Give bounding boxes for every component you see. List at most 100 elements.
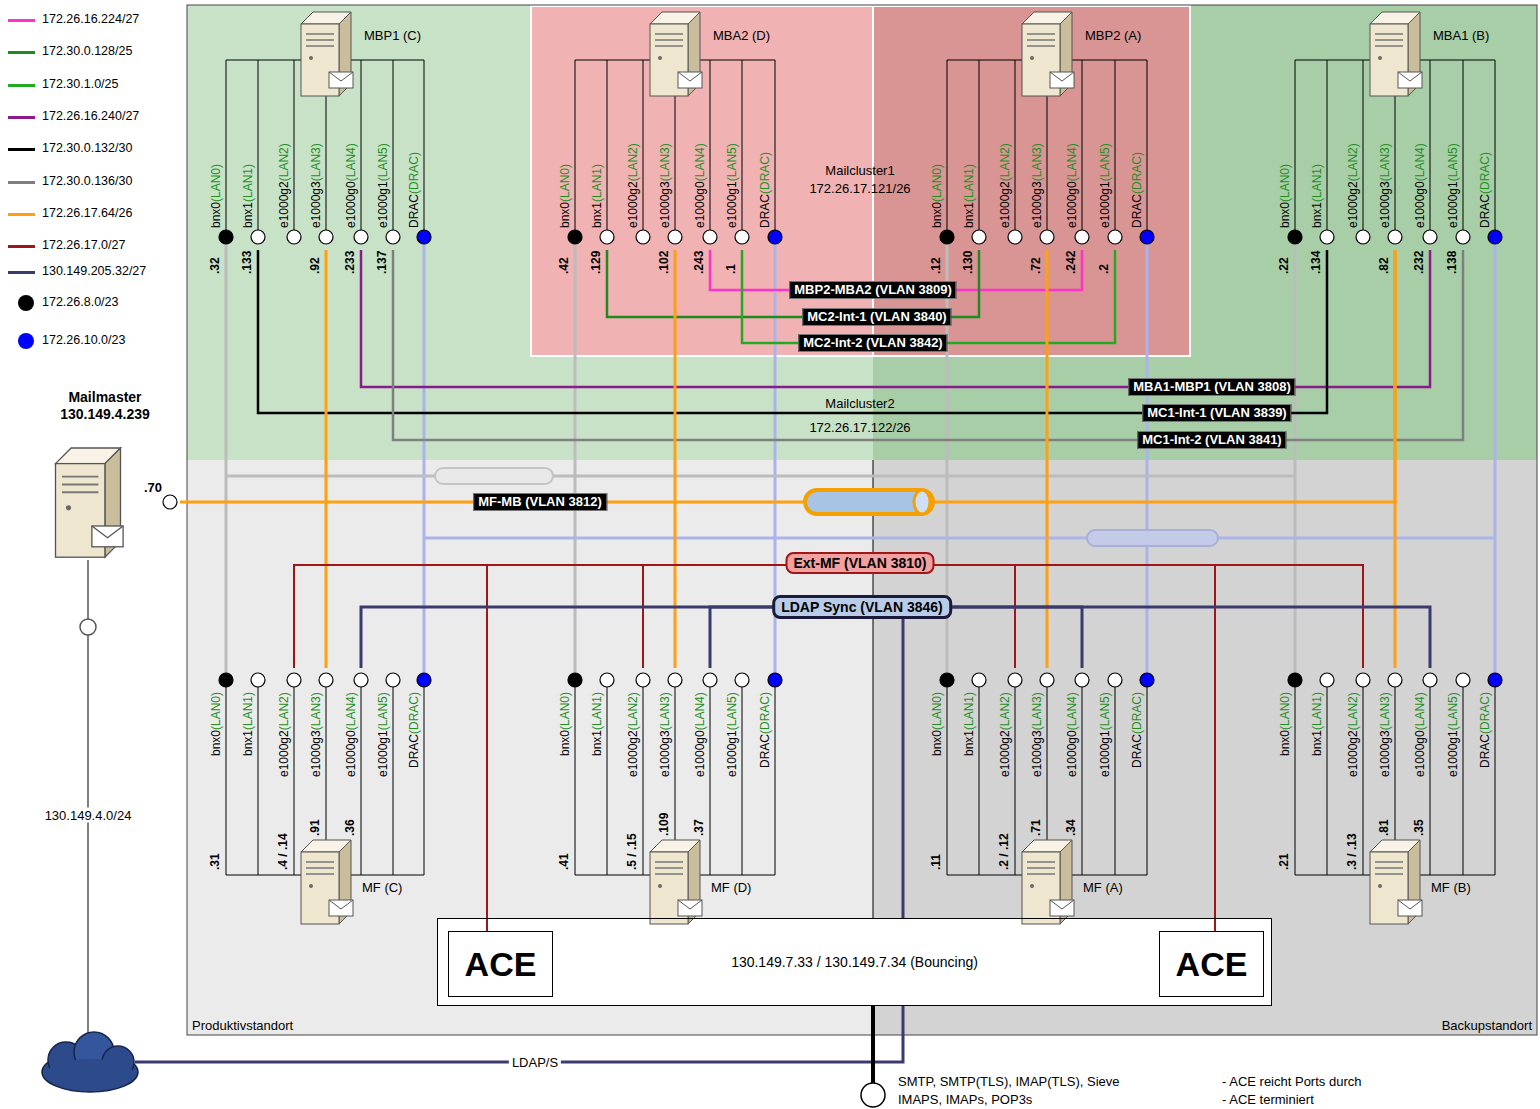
lan0-wire [1294, 244, 1297, 673]
port-dot [1075, 230, 1089, 244]
interface-label: e1000g3(LAN3) [1379, 692, 1392, 777]
network-link [325, 250, 328, 668]
ip-suffix: .91 [309, 819, 322, 836]
note-text: .70 [144, 480, 162, 495]
server-icon [650, 12, 702, 96]
mail-envelope [1398, 72, 1422, 81]
interface-label: DRAC(DRAC) [1131, 152, 1144, 228]
network-link [180, 250, 1395, 502]
fan-wire [575, 680, 576, 875]
node-label: 130.149.4.239 [60, 406, 150, 423]
ip-suffix: .36 [344, 819, 357, 836]
interface-label: e1000g1(LAN5) [1099, 692, 1112, 777]
port-dot [568, 673, 582, 687]
lan0-wire [225, 244, 228, 673]
server-slot [1375, 867, 1403, 869]
network-link [1015, 565, 1215, 931]
fan-wire [742, 680, 743, 875]
trunk-pipe [1087, 530, 1218, 546]
port-dot [354, 673, 368, 687]
mail-envelope [1050, 72, 1074, 88]
network-link [674, 250, 677, 668]
interface-label: bnx1(LAN1) [242, 164, 255, 228]
interface-label: e1000g2(LAN2) [627, 692, 640, 777]
port-dot [1288, 673, 1302, 687]
fan-wire [1363, 60, 1364, 237]
note-text: - ACE reicht Ports durch [1222, 1074, 1361, 1089]
port-dot [735, 230, 749, 244]
interface-label: DRAC(DRAC) [1479, 152, 1492, 228]
legend-swatch [8, 245, 35, 248]
network-link [607, 250, 979, 317]
note-text: Mailcluster2 [825, 396, 894, 411]
mail-envelope [329, 900, 353, 909]
interface-label: DRAC(DRAC) [408, 152, 421, 228]
server-slot [306, 39, 334, 41]
interface-label: e1000g3(LAN3) [310, 143, 323, 228]
fan-wire [1295, 680, 1296, 875]
ip-suffix: .2 [1098, 264, 1111, 274]
port-fan [219, 673, 431, 924]
interface-label: e1000g3(LAN3) [1379, 143, 1392, 228]
server-slot [306, 33, 334, 35]
port-dot [1108, 673, 1122, 687]
port-dot [1075, 673, 1089, 687]
mail-envelope [1398, 900, 1422, 909]
drac-wire [1146, 244, 1149, 673]
network-link [1046, 250, 1049, 668]
ip-suffix: .109 [658, 813, 671, 836]
server-icon [1022, 12, 1074, 96]
server-slot [62, 483, 98, 485]
port-dot [972, 230, 986, 244]
port-dot [219, 230, 233, 244]
fan-wire [607, 60, 608, 237]
interface-label: e1000g1(LAN5) [1447, 692, 1460, 777]
port-dot [1008, 673, 1022, 687]
server-slot [655, 33, 683, 35]
node-label: MBA2 (D) [713, 28, 770, 43]
port-fan [1288, 673, 1502, 924]
mail-envelope [1050, 72, 1074, 81]
port-dot [940, 230, 954, 244]
port-fan [1288, 12, 1502, 244]
fan-wire [226, 680, 227, 875]
network-link [294, 565, 1215, 931]
mail-envelope [329, 900, 353, 916]
legend-text: 172.30.0.136/30 [42, 174, 132, 189]
ip-suffix: .71 [1030, 819, 1043, 836]
legend-text: 172.26.16.240/27 [42, 109, 139, 124]
drac-wire [423, 244, 426, 673]
diagram-shape [87, 560, 89, 619]
network-link [393, 250, 1463, 440]
interface-label: DRAC(DRAC) [408, 692, 421, 768]
fan-wire [1147, 680, 1148, 875]
port-fan [940, 12, 1154, 244]
server-slot [306, 873, 334, 875]
mail-server: Mailmaster130.149.4.239 [30, 385, 180, 560]
diagram-shape [873, 5, 1537, 460]
mail-envelope [678, 72, 702, 81]
fan-wire [742, 60, 743, 237]
fan-wire [393, 60, 394, 237]
interface-label: e1000g1(LAN5) [1447, 143, 1460, 228]
ip-suffix: .41 [558, 853, 571, 870]
ip-suffix: .34 [1065, 819, 1078, 836]
ip-suffix: .102 [658, 251, 671, 274]
fan-wire [393, 680, 394, 875]
fan-wire [1115, 60, 1116, 237]
server-slot [1375, 39, 1403, 41]
interface-label: bnx0(LAN0) [210, 692, 223, 756]
network-link [361, 250, 1430, 387]
interface-label: bnx0(LAN0) [931, 692, 944, 756]
fan-wire [1430, 60, 1431, 237]
note-text: - ACE terminiert [1222, 1092, 1314, 1107]
drac-wire [424, 537, 1495, 540]
port-dot [940, 673, 954, 687]
node-label: ACE [1176, 945, 1248, 984]
server-icon [650, 840, 702, 924]
fan-wire [575, 60, 576, 237]
port-dot [354, 230, 368, 244]
port-dot [1320, 673, 1334, 687]
node-label: Produktivstandort [192, 1018, 293, 1033]
node-label: MF (B) [1431, 880, 1471, 895]
